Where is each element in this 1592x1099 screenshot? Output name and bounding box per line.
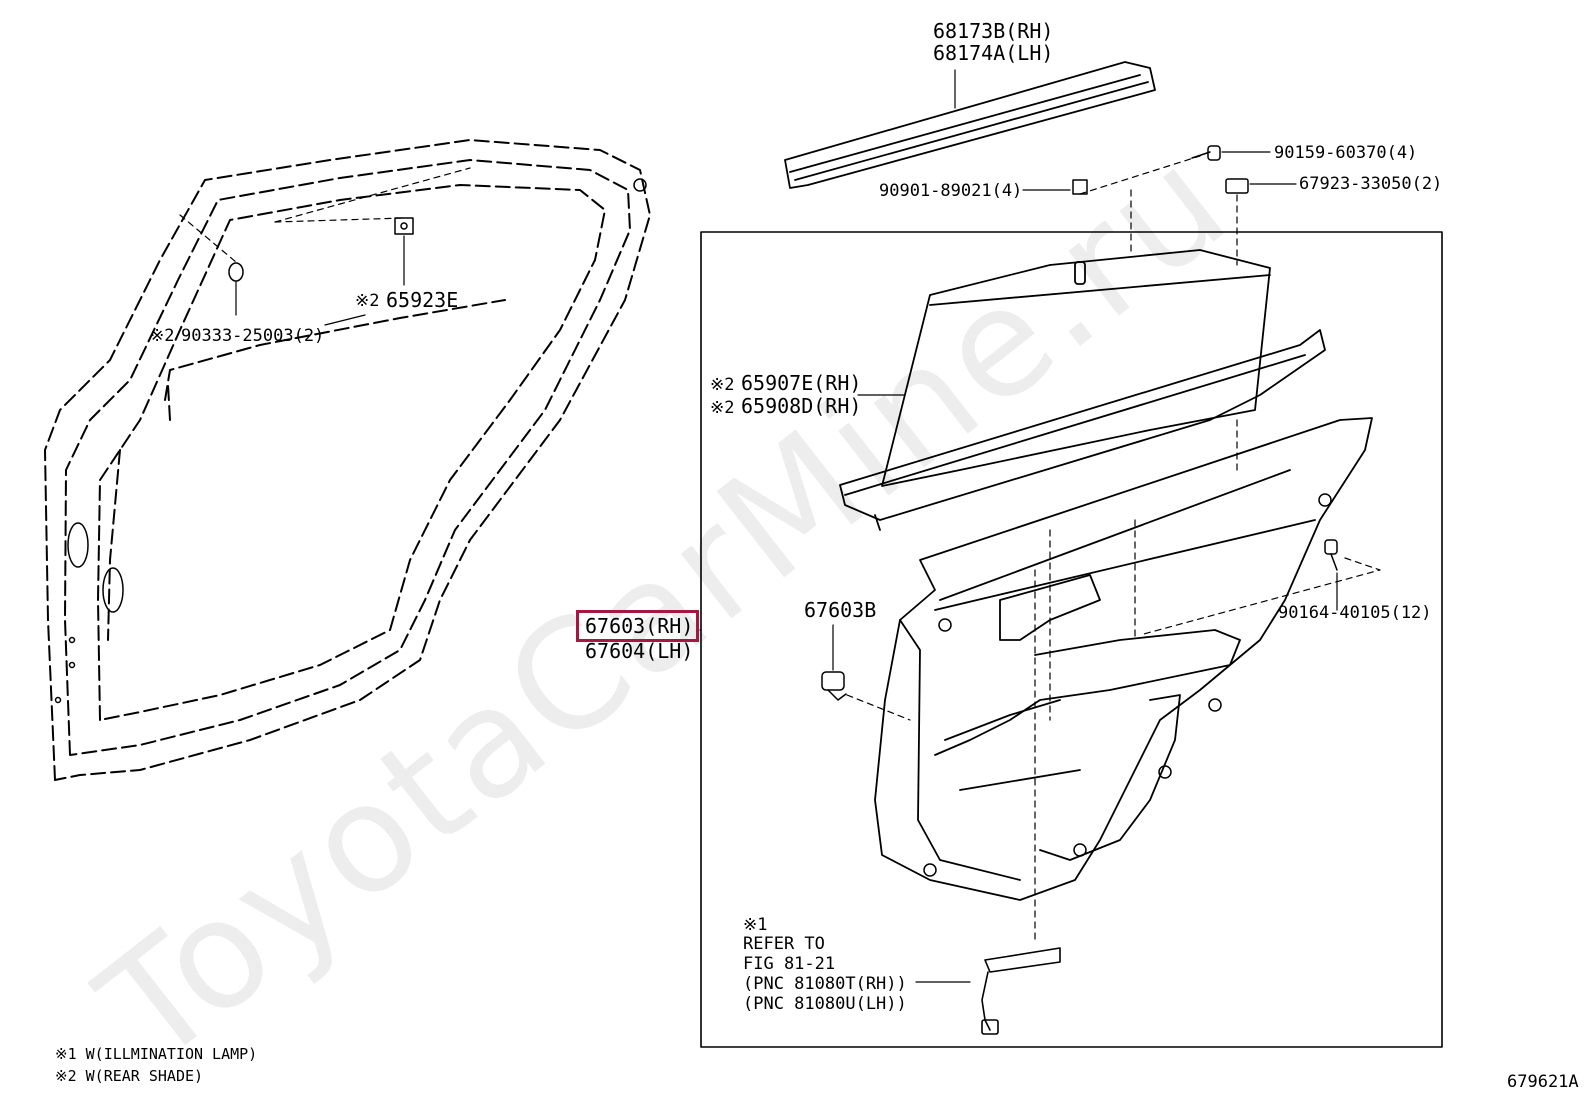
top-dashed-leaders [1079, 155, 1238, 266]
label-90164: 90164-40105(12) [1278, 603, 1432, 623]
lamp-shape [981, 947, 1061, 1035]
label-65907e: 65907E(RH) [741, 371, 862, 395]
figure-id: 679621A [1507, 1072, 1579, 1092]
frame-leaders [235, 235, 405, 326]
legend-line-2: ※2 W(REAR SHADE) [55, 1067, 204, 1085]
label-90333-prefix: ※2 [150, 326, 175, 346]
label-67603[interactable]: 67603(RH) [585, 614, 694, 638]
screw-90159-shape [1191, 145, 1221, 161]
trim-dashed-leaders [846, 519, 1381, 941]
lamp-note-line1: REFER TO [743, 934, 825, 954]
highlight-67603 [576, 610, 699, 642]
label-90901: 90901-89021(4) [879, 181, 1023, 201]
assembly-box [700, 231, 1443, 1048]
label-67604: 67604(LH) [585, 639, 694, 663]
label-65907e-prefix: ※2 [710, 375, 735, 395]
clip-67603b-shape [821, 671, 847, 701]
frame-dashed-leaders [179, 167, 471, 263]
label-68173b: 68173B(RH) [933, 19, 1054, 43]
door-frame-outline [44, 139, 651, 781]
rear-shade-shape [839, 249, 1326, 531]
label-90159: 90159-60370(4) [1274, 143, 1418, 163]
label-68174a: 68174A(LH) [933, 41, 1054, 65]
door-trim-holes [923, 493, 1332, 877]
label-65908d-prefix: ※2 [710, 398, 735, 418]
weatherstrip-shape [784, 61, 1156, 189]
label-67923: 67923-33050(2) [1299, 174, 1443, 194]
screw-90164-shape [1324, 539, 1338, 571]
clip-67923-shape [1225, 178, 1249, 194]
legend-line-1: ※1 W(ILLMINATION LAMP) [55, 1045, 258, 1063]
label-90333: 90333-25003(2) [181, 326, 325, 346]
label-65923e: 65923E [386, 288, 459, 312]
shade-clip-65923e-shape [394, 217, 414, 235]
door-frame-holes [54, 178, 647, 704]
lamp-note-line3: (PNC 81080T(RH)) [743, 974, 907, 994]
label-67603b: 67603B [804, 598, 877, 622]
label-65923e-prefix: ※2 [355, 291, 380, 311]
plug-90333-shape [228, 262, 244, 282]
lamp-note-line4: (PNC 81080U(LH)) [743, 994, 907, 1014]
top-leaders [1022, 151, 1297, 191]
lamp-note-line2: FIG 81-21 [743, 954, 836, 974]
door-trim-shape [874, 417, 1373, 901]
lamp-note-mark: ※1 [743, 915, 768, 935]
label-65908d: 65908D(RH) [741, 394, 862, 418]
